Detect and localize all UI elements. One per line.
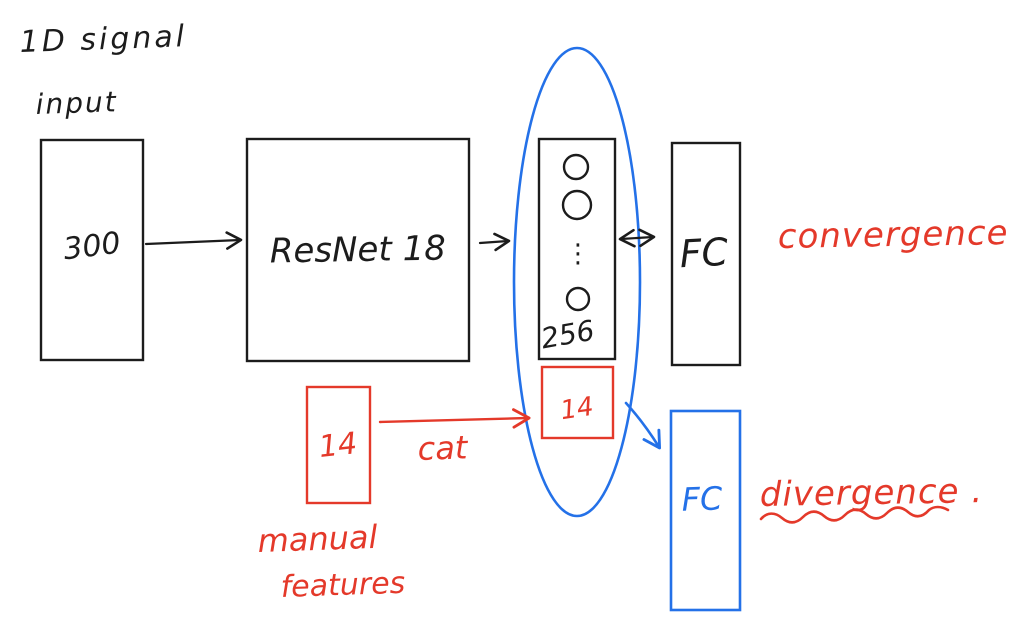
embedding-box bbox=[537, 137, 617, 361]
concat-box-label: 14 bbox=[559, 392, 596, 426]
arrow-backbone-to-embedding bbox=[478, 232, 511, 252]
neuron-circle bbox=[561, 189, 593, 221]
fc-convergence-label: FC bbox=[679, 230, 730, 276]
manual-features-box bbox=[305, 385, 372, 505]
convergence-annotation: convergence bbox=[777, 213, 1008, 257]
cat-annotation: cat bbox=[417, 428, 469, 468]
embedding-size-label: 256 bbox=[539, 314, 597, 356]
divergence-underline-squiggle bbox=[759, 505, 950, 524]
backbone-box bbox=[245, 137, 471, 363]
input-box-label: 300 bbox=[62, 226, 123, 268]
manual-features-box-label: 14 bbox=[317, 426, 359, 465]
arrow-input-to-backbone bbox=[144, 231, 243, 250]
signal-input-label-line2: input bbox=[35, 85, 118, 121]
input-box bbox=[39, 138, 145, 362]
manual-annotation-line2: features bbox=[280, 566, 406, 605]
neuron-circle bbox=[565, 286, 591, 312]
ellipsis-dots-icon: ⋮ bbox=[565, 239, 591, 269]
fc-convergence-box bbox=[670, 141, 742, 367]
arrow-ellipse-to-fc-divergence bbox=[624, 401, 662, 450]
arrow-cat-concat bbox=[378, 408, 531, 429]
fc-divergence-box bbox=[669, 409, 742, 612]
neuron-circle bbox=[562, 153, 590, 181]
fusion-ellipse bbox=[512, 46, 642, 518]
divergence-annotation: divergence . bbox=[759, 471, 983, 515]
backbone-box-label: ResNet 18 bbox=[269, 228, 446, 271]
arrow-embedding-fc-bidirectional bbox=[618, 228, 656, 248]
manual-annotation-line1: manual bbox=[257, 518, 378, 560]
concat-box bbox=[540, 365, 615, 440]
fc-divergence-label: FC bbox=[681, 479, 724, 518]
signal-input-label-line1: 1D signal bbox=[19, 19, 188, 60]
